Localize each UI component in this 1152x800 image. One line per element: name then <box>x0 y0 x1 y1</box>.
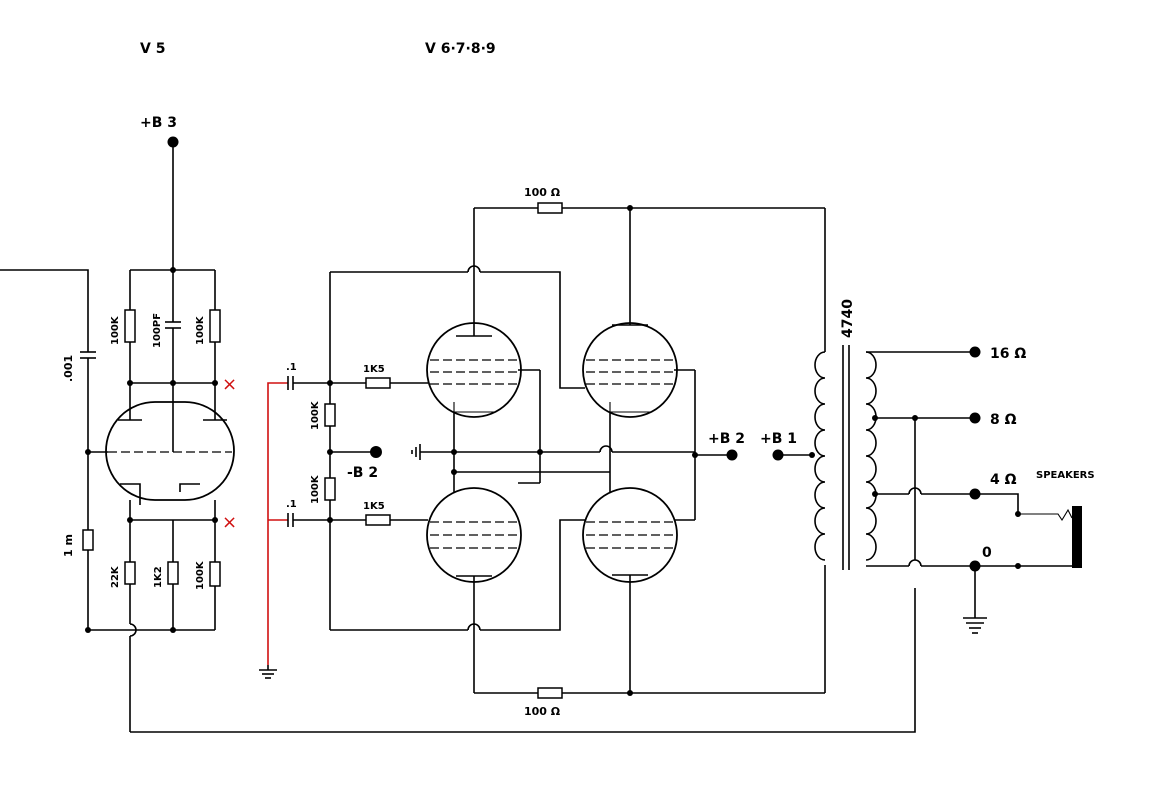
label-1k5-top: 1K5 <box>363 364 385 375</box>
label-4740: 4740 <box>840 299 856 338</box>
speaker-tap-wire <box>975 493 1019 514</box>
resistor-1k5-bot <box>365 514 391 526</box>
label-100k-bottom: 100K <box>195 560 206 590</box>
label-grid-top: 100K <box>310 400 321 430</box>
label-4ohm: 4 Ω <box>990 472 1017 488</box>
output-8-terminal <box>969 412 981 424</box>
label-speakers: SPEAKERS <box>1036 470 1095 481</box>
label-100ohm-top: 100 Ω <box>524 186 561 199</box>
resistor-grid-top <box>324 403 336 427</box>
label-neg-b2: -B 2 <box>347 465 378 481</box>
ground-right <box>963 566 987 634</box>
resistor-100ohm-bot <box>537 687 563 699</box>
label-8ohm: 8 Ω <box>990 412 1017 428</box>
speaker-symbol <box>1072 506 1082 568</box>
resistor-grid-bot <box>324 477 336 501</box>
b2-terminal <box>726 449 738 461</box>
resistor-1m <box>82 529 94 551</box>
output-transformer <box>814 345 877 570</box>
tube-v6 <box>426 322 522 418</box>
label-c001: .001 <box>62 355 75 382</box>
label-0: 0 <box>982 545 992 561</box>
modification-mark-top: × <box>222 374 237 395</box>
resistor-100k-right <box>209 309 221 343</box>
label-1k2: 1K2 <box>153 566 164 588</box>
speaker-switch <box>1018 508 1073 522</box>
wire-feedback <box>130 588 916 733</box>
tube-v5 <box>105 401 235 501</box>
ground-left <box>259 665 277 679</box>
title-v6789: V 6·7·8·9 <box>425 41 496 57</box>
label-1m: 1 m <box>62 534 75 557</box>
resistor-100k-left <box>124 309 136 343</box>
output-16-terminal <box>969 346 981 358</box>
tube-v7 <box>582 322 678 418</box>
label-grid-bot: 100K <box>310 474 321 504</box>
label-b1: +B 1 <box>760 431 797 447</box>
label-100k-left: 100K <box>110 315 121 345</box>
resistor-22k <box>124 561 136 585</box>
wire-input <box>0 269 89 352</box>
resistor-1k2 <box>167 561 179 585</box>
title-v5: V 5 <box>140 41 165 57</box>
red-modification-wires <box>267 382 288 665</box>
label-100k-right: 100K <box>195 315 206 345</box>
v5-stage: .001 1 m 100K 100PF 100K × × <box>0 267 237 732</box>
label-c-top: .1 <box>286 362 297 373</box>
label-b3: +B 3 <box>140 115 177 131</box>
neg-b2-terminal <box>370 446 382 458</box>
label-b2: +B 2 <box>708 431 745 447</box>
label-1k5-bot: 1K5 <box>363 501 385 512</box>
label-c-bot: .1 <box>286 499 297 510</box>
resistor-100k-bottom <box>209 561 221 587</box>
label-100pf: 100PF <box>152 313 163 348</box>
label-16ohm: 16 Ω <box>990 346 1026 362</box>
label-22k: 22K <box>110 565 121 588</box>
resistor-1k5-top <box>365 377 391 389</box>
label-100ohm-bot: 100 Ω <box>524 705 561 718</box>
modification-mark-bottom: × <box>222 512 237 533</box>
resistor-100ohm-top <box>537 202 563 214</box>
